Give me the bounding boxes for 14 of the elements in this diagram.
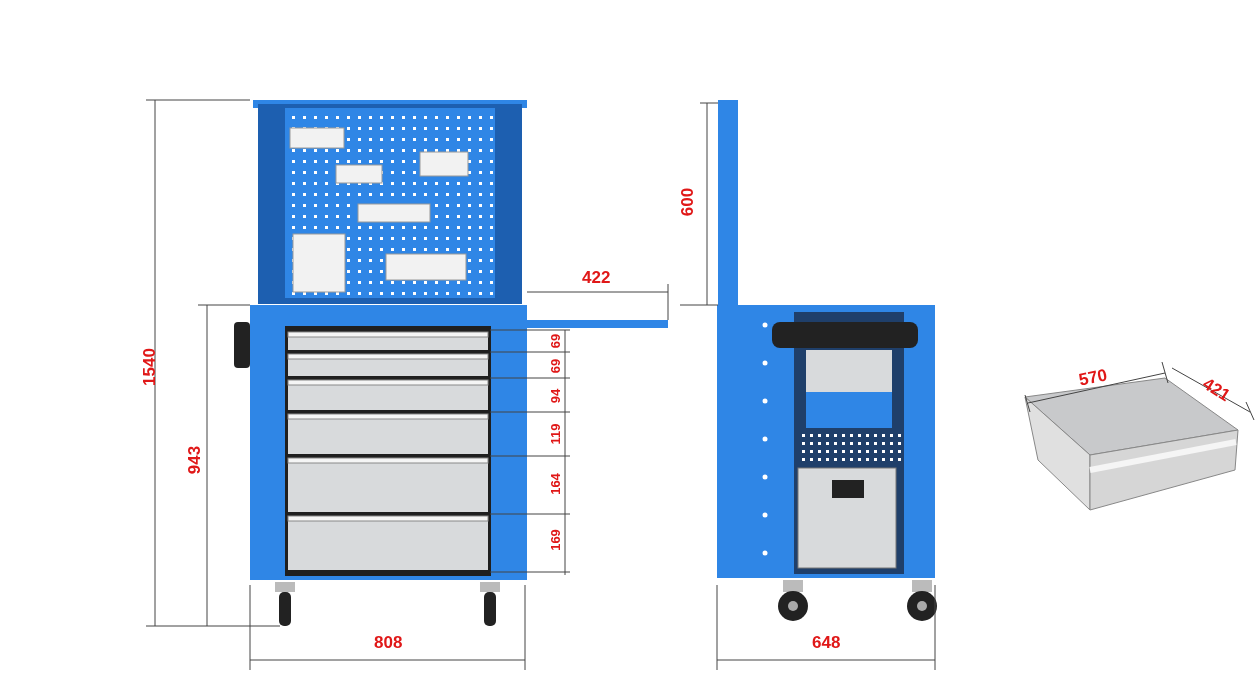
dimension-label: 1540 [140,348,159,386]
dimension-label: 94 [547,388,565,404]
dimension-label: 422 [582,269,611,287]
dimension-label: 164 [546,473,564,495]
dimension-label: 421 [1199,374,1233,406]
dimension-label: 570 [1077,366,1109,390]
dimension-label: 69 [547,333,565,349]
dimension-label: 808 [374,634,403,652]
dimension-label: 600 [679,187,698,217]
dimension-label: 648 [812,634,841,652]
dimension-label: 69 [547,358,565,374]
dimension-label: 943 [186,445,205,475]
dimension-label: 169 [546,529,564,551]
dimension-label: 119 [547,423,564,445]
